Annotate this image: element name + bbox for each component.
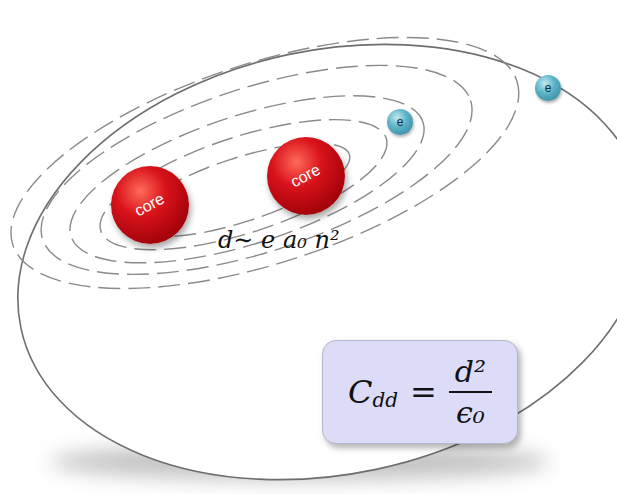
formula-equals: = [410, 373, 437, 411]
electron-sphere: e [535, 75, 561, 101]
formula-numerator: d² [449, 354, 492, 393]
electron-label: e [545, 81, 552, 95]
core-sphere: core [267, 137, 345, 215]
core-label: core [288, 161, 324, 192]
formula-denominator: ϵ₀ [456, 393, 485, 430]
field-lines [0, 0, 548, 340]
electron-label: e [397, 115, 404, 129]
dipole-formula: d∼ e a₀ n² [218, 226, 340, 254]
formula-box: Cdd = d²ϵ₀ [322, 340, 518, 444]
core-label: core [132, 190, 168, 221]
formula-symbol: C [348, 373, 372, 411]
formula-fraction: d²ϵ₀ [449, 354, 492, 430]
electron-sphere: e [387, 109, 413, 135]
core-sphere: core [111, 166, 189, 244]
formula-subscript: dd [372, 388, 398, 412]
